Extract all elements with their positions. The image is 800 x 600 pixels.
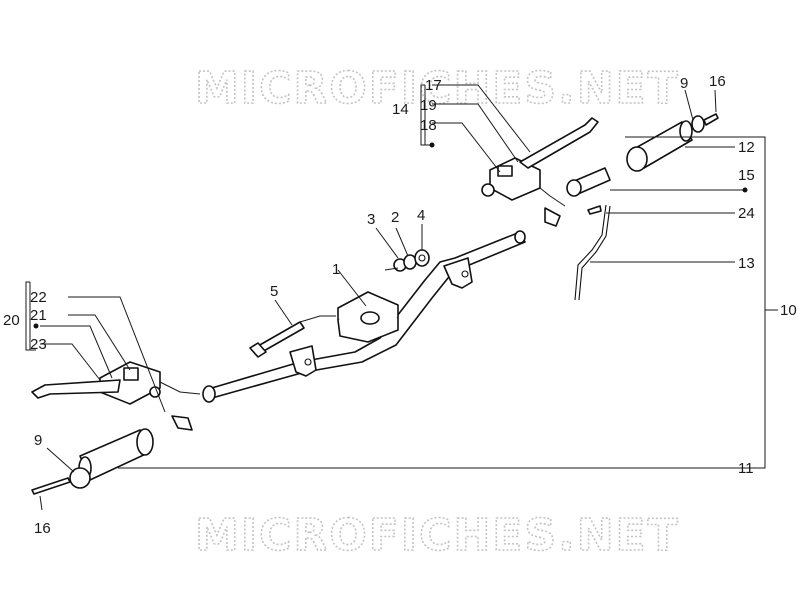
callout-12: 12 — [738, 139, 755, 156]
callout-16-bottom: 16 — [34, 520, 51, 537]
callout-15: 15 — [738, 167, 755, 184]
callout-5: 5 — [270, 283, 278, 300]
right-brake-lever-assembly — [481, 117, 599, 227]
callout-11: 11 — [738, 460, 754, 477]
callout-10: 10 — [780, 302, 797, 319]
washer-nut-parts — [393, 249, 430, 272]
bullet-dot — [429, 142, 435, 148]
callout-3: 3 — [367, 211, 375, 228]
callout-13: 13 — [738, 255, 755, 272]
callout-2: 2 — [391, 209, 399, 226]
watermark-top: MICROFICHES.NET — [195, 63, 680, 114]
callout-1: 1 — [332, 261, 340, 278]
callout-16-top: 16 — [709, 73, 726, 90]
callout-17: 17 — [425, 77, 442, 94]
callout-labels: 9 16 17 14 19 18 12 15 24 13 10 11 3 2 4… — [3, 73, 797, 537]
callout-21: 21 — [30, 307, 47, 324]
handlebar-part — [202, 230, 526, 403]
callout-9-bottom: 9 — [34, 432, 42, 449]
throttle-cable-part — [574, 204, 611, 301]
callout-4: 4 — [417, 207, 425, 224]
callout-19: 19 — [420, 97, 437, 114]
bullet-dot — [33, 323, 39, 329]
leader-lines — [29, 84, 778, 511]
left-grip-part — [78, 428, 154, 481]
watermark-bottom: MICROFICHES.NET — [195, 510, 680, 561]
bolt-part — [249, 321, 305, 358]
throttle-tube-part — [566, 167, 611, 197]
callout-18: 18 — [420, 117, 437, 134]
callout-23: 23 — [30, 336, 47, 353]
callout-20: 20 — [3, 312, 20, 329]
group-bracket-14 — [420, 84, 425, 146]
callout-22: 22 — [30, 289, 47, 306]
group-bracket-20 — [25, 281, 30, 351]
end-weight-right — [691, 113, 719, 133]
callout-24: 24 — [738, 205, 755, 222]
callout-9-top: 9 — [680, 75, 688, 92]
left-clutch-lever-assembly — [31, 361, 193, 431]
callout-14: 14 — [392, 101, 409, 118]
end-weight-left — [31, 467, 91, 495]
right-grip-part — [626, 120, 693, 172]
bullet-dot — [742, 187, 748, 193]
